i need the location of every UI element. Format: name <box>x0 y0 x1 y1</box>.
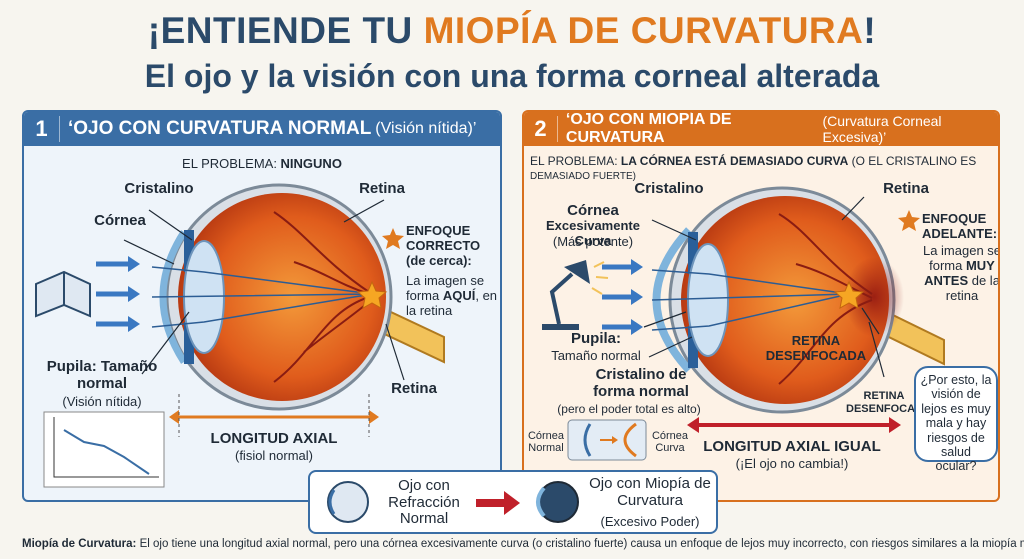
retina-blur-label: RETINA DESENFOCADA <box>765 333 867 363</box>
iris-top <box>688 232 698 274</box>
pointer-lines <box>643 196 885 378</box>
arrow-heads <box>631 259 643 335</box>
blood-vessels <box>273 211 370 383</box>
myopia-eye-illustration <box>542 186 945 461</box>
pointer-lines <box>123 199 405 381</box>
problem-line: EL PROBLEMA: NINGUNO <box>24 156 500 171</box>
myopia-label: Ojo con Miopía de Curvatura <box>589 475 711 509</box>
pupila-sub: Tamaño normal <box>551 348 641 363</box>
cristalino-note: (pero el poder total es alto) <box>557 402 701 416</box>
focus-title: ENFOQUE ADELANTE: <box>922 211 998 241</box>
panel-curvature-myopia: 2 ‘OJO CON MIOPÍA DE CURVATURA (Curvatur… <box>522 110 1000 502</box>
iris-bottom <box>184 322 194 364</box>
cornea-note: (Más potente) <box>552 234 634 249</box>
incoming-arrows <box>602 264 632 330</box>
lens-shape <box>687 243 729 357</box>
focus-star-icon <box>833 280 865 309</box>
retina-bottom-label: Retina <box>391 380 437 397</box>
title-prefix: ¡ENTIENDE TU <box>147 10 424 51</box>
myopia-sub: (Excesivo Poder) <box>600 514 700 529</box>
title-accent: MIOPÍA DE CURVATURA <box>423 10 864 51</box>
pupila-label: Pupila: <box>570 330 621 347</box>
main-title: ¡ENTIENDE TU MIOPÍA DE CURVATURA! <box>0 10 1024 52</box>
cornea-label: Córnea <box>567 202 619 219</box>
retina-top-label: Retina <box>883 180 929 197</box>
mini-chart-frame <box>43 411 165 488</box>
pupila-label: Pupila: Tamaño normal <box>46 358 158 393</box>
retina-interior <box>178 193 386 401</box>
focus-text: La imagen se forma MUY ANTES de la retin… <box>922 243 1000 303</box>
focus-title: ENFOQUE CORRECTO (de cerca): <box>406 223 481 268</box>
title-suffix: ! <box>863 10 877 51</box>
star-icon <box>898 210 920 231</box>
footer-note: Miopía de Curvatura: El ojo tiene una lo… <box>22 538 1024 550</box>
iris-top <box>184 230 194 272</box>
iris-bottom <box>688 326 698 368</box>
subtitle: El ojo y la visión con una forma corneal… <box>144 58 880 94</box>
panel-number: 2 <box>524 116 558 142</box>
star-icon <box>382 228 404 249</box>
pupila-sub: (Visión nítida) <box>62 394 142 409</box>
retina-blur-small-label: RETINA DESENFOCADA <box>846 390 931 415</box>
focus-star-icon <box>356 280 388 309</box>
panel-title-sub: (Curvatura Corneal Excesiva)’ <box>822 113 942 145</box>
question-bubble: ¿Por esto, la visión de lejos es muy mal… <box>914 366 998 473</box>
retina-interior <box>681 196 889 404</box>
panel-normal-eye: 1 ‘OJO CON CURVATURA NORMAL (Visión níti… <box>22 110 502 502</box>
cornea-sub: Excesivamente Curva <box>546 218 640 248</box>
arrow-heads <box>128 256 140 332</box>
panel-title-sub: (Visión nítida)’ <box>375 120 477 137</box>
comparison-arrow <box>476 499 506 507</box>
axial-sub: (fisiol normal) <box>234 448 313 463</box>
cornea-normal-label: Córnea Normal <box>527 430 565 455</box>
light-rays <box>151 266 373 328</box>
cristalino-normal-label: Cristalino de forma normal <box>593 366 689 401</box>
light-rays <box>651 269 850 331</box>
problem-value: NINGUNO <box>280 156 342 171</box>
panel-number: 1 <box>24 116 60 142</box>
retina-top-label: Retina <box>359 180 405 197</box>
panel-title: ‘OJO CON MIOPÍA DE CURVATURA <box>565 111 732 146</box>
cristalino-label: Cristalino <box>634 180 704 197</box>
blur-zone <box>844 257 904 337</box>
panel-title: ‘OJO CON CURVATURA NORMAL <box>68 118 372 139</box>
normal-eye-icon <box>327 481 369 523</box>
axial-title: LONGITUD AXIAL IGUAL <box>703 438 881 455</box>
problem-line: EL PROBLEMA: LA CÓRNEA ESTÁ DEMASIADO CU… <box>530 154 977 183</box>
panel-header: 1 ‘OJO CON CURVATURA NORMAL (Visión níti… <box>24 112 500 146</box>
cornea-label: Córnea <box>94 212 146 229</box>
axial-sub: (¡El ojo no cambia!) <box>735 456 849 471</box>
focus-text: La imagen se forma AQUÍ, en la retina <box>406 273 498 318</box>
panel-header: 2 ‘OJO CON MIOPÍA DE CURVATURA (Curvatur… <box>524 112 998 146</box>
cornea-curva-label: Córnea Curva <box>651 430 689 455</box>
lamp-icon <box>542 260 609 330</box>
comparison-graphics <box>327 481 579 523</box>
normal-label: Ojo con Refracción Normal <box>388 477 460 527</box>
problem-label: EL PROBLEMA: <box>182 156 281 171</box>
incoming-arrows <box>96 261 129 327</box>
cristalino-label: Cristalino <box>124 180 194 197</box>
axial-title: LONGITUD AXIAL <box>210 430 338 447</box>
normal-eye-illustration <box>35 183 445 488</box>
comparison-box: Ojo con Refracción Normal Ojo con Miopía… <box>308 470 718 534</box>
mini-chart-line <box>63 429 150 475</box>
